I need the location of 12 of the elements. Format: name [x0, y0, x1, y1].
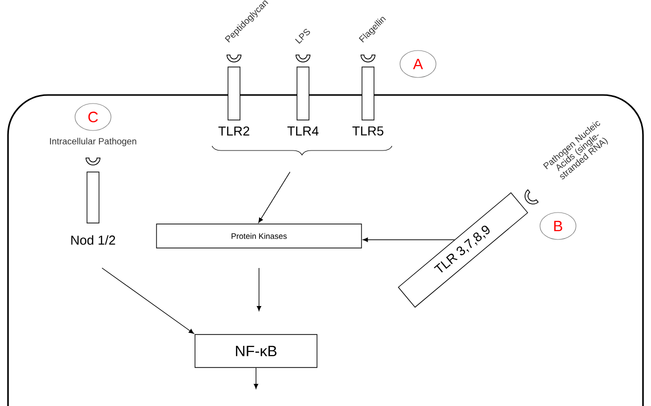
arrow	[254, 367, 258, 389]
receptor-label: TLR2	[218, 126, 250, 136]
process-box: Protein Kinases	[156, 224, 362, 248]
arrow	[256, 268, 262, 312]
pathogen-label: Intracellular Pathogen	[50, 138, 136, 146]
receptor-label: TLR5	[352, 126, 384, 136]
arrow	[362, 238, 455, 242]
receptor-label: TLR4	[287, 126, 319, 136]
receptor-label: Nod 1/2	[71, 235, 116, 245]
arrow	[258, 172, 290, 223]
process-box: NF-κB	[194, 334, 318, 368]
arrow	[102, 268, 194, 334]
